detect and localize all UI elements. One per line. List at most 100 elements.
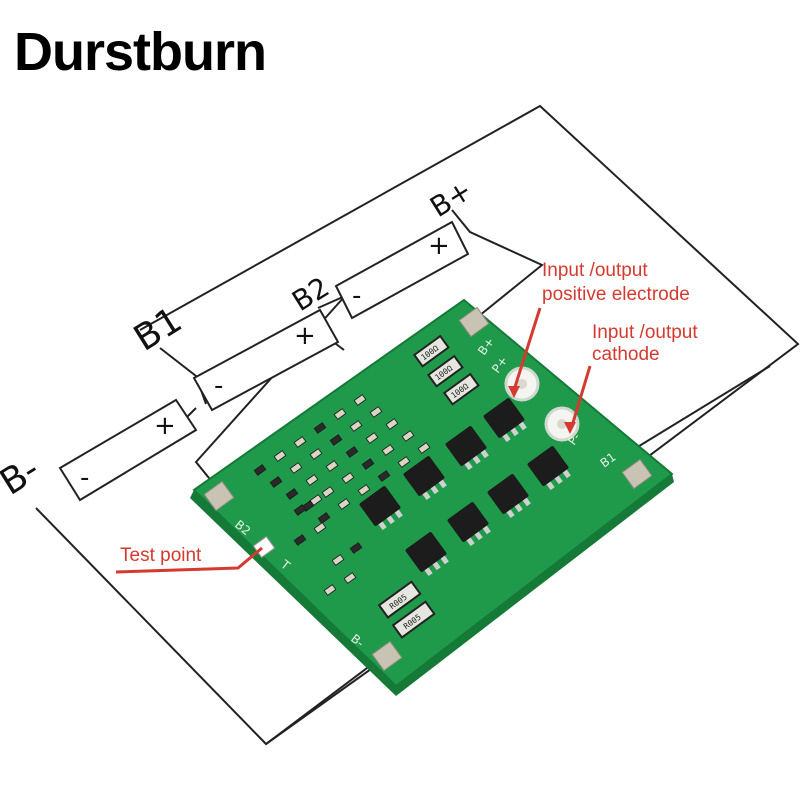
sense-resistor-2 [391, 600, 436, 639]
mosfet-body [405, 532, 447, 572]
cell-3-neg-sign: - [352, 281, 361, 311]
mosfet-leg [378, 521, 387, 531]
note-positive-line1: Input /output [542, 260, 648, 281]
cell-1-neg-sign: - [80, 463, 89, 493]
wire-outer-loop [35, 104, 800, 746]
note-cathode-line1: Input /output [592, 322, 698, 343]
mosfet-body [527, 446, 569, 486]
pad-p-minus-hole [557, 419, 567, 429]
resistor-group-bottom: R005 R005 [377, 580, 436, 639]
cell-2-body [192, 308, 340, 412]
pointer-positive-tip [508, 386, 520, 398]
mosfet-leg [438, 479, 447, 489]
mosfet-leg [562, 469, 571, 479]
mosfet-leg [430, 485, 439, 495]
smd-part [369, 406, 383, 418]
cell-3-pos-sign: + [428, 231, 450, 261]
smd-part [293, 436, 307, 448]
mosfet-leg [394, 509, 403, 519]
mosfet-leg [554, 475, 563, 485]
cell-3: - + [334, 220, 470, 320]
cell-1-body [58, 398, 198, 502]
mosfet [527, 446, 571, 491]
mosfet-body [483, 398, 525, 438]
smd-part [357, 484, 371, 496]
mosfet-leg [474, 531, 483, 541]
smd-part [323, 584, 337, 596]
pad-b2 [203, 480, 235, 512]
sense-resistor-1 [377, 580, 422, 619]
pointer-cathode-tip [564, 422, 576, 434]
smd-components [253, 394, 431, 596]
smd-part [313, 522, 327, 534]
mosfet-body [447, 502, 489, 542]
annotations: Input /output positive electrode Input /… [115, 260, 698, 574]
smd-part [345, 446, 359, 458]
mosfet-body [487, 474, 529, 514]
mosfet-body [359, 486, 401, 526]
cell-2: - + [192, 308, 340, 412]
mosfet-leg [546, 481, 555, 491]
smd-part [313, 422, 327, 434]
pointer-test [115, 546, 263, 574]
smd-part [331, 554, 345, 566]
smd-part [253, 464, 267, 476]
mosfet [487, 474, 531, 519]
pad-b1 [621, 458, 653, 490]
mosfet-leg [466, 537, 475, 547]
mosfet [359, 486, 403, 531]
label-b-minus: B- [0, 449, 47, 504]
mosfet [447, 502, 491, 547]
smd-part [349, 420, 363, 432]
cell-1-pos-sign: + [154, 411, 176, 441]
label-b-plus: B+ [424, 173, 478, 224]
mosfet-leg [482, 525, 491, 535]
mosfet [405, 532, 449, 577]
smd-part [269, 476, 283, 488]
mosfet [483, 398, 527, 443]
mosfet-leg [510, 427, 519, 437]
smd-part [273, 450, 287, 462]
pad-b-plus [458, 306, 490, 338]
smd-part [333, 408, 347, 420]
smd-part [309, 494, 323, 506]
mosfet-leg [480, 449, 489, 459]
mosfet-leg [386, 515, 395, 525]
mosfet [445, 426, 489, 471]
mosfet-leg [422, 491, 431, 501]
smd-part [365, 432, 379, 444]
mosfet-leg [518, 421, 527, 431]
mosfet [403, 456, 447, 501]
pcb-edge [190, 490, 396, 696]
note-test-point: Test point [120, 545, 202, 566]
smd-part [343, 572, 357, 584]
mosfet-leg [472, 455, 481, 465]
mosfet-leg [514, 503, 523, 513]
label-b2: B2 [286, 270, 335, 318]
smd-part [397, 456, 411, 468]
smd-part [377, 470, 391, 482]
mosfet-body [445, 426, 487, 466]
pcb-edge-right [396, 474, 674, 696]
smd-part [381, 444, 395, 456]
mosfet-leg [522, 497, 531, 507]
mosfet-array [359, 398, 571, 577]
smd-part [401, 430, 415, 442]
smd-part [329, 434, 343, 446]
smd-part [325, 460, 339, 472]
smd-part [317, 512, 331, 524]
pcb-board: 100Ω 100Ω 100Ω R005 R005 [190, 298, 674, 696]
mosfet-leg [464, 461, 473, 471]
smd-part [289, 462, 303, 474]
smd-part [353, 394, 367, 406]
brand-title: Durstburn [14, 22, 266, 82]
cell-2-neg-sign: - [214, 371, 223, 401]
wire-b-plus [451, 209, 544, 321]
mosfet-body [403, 456, 445, 496]
resistor-3 [442, 372, 480, 406]
smd-part [293, 534, 307, 546]
smd-part [321, 486, 335, 498]
pad-b-minus [371, 640, 403, 672]
smd-part [361, 458, 375, 470]
